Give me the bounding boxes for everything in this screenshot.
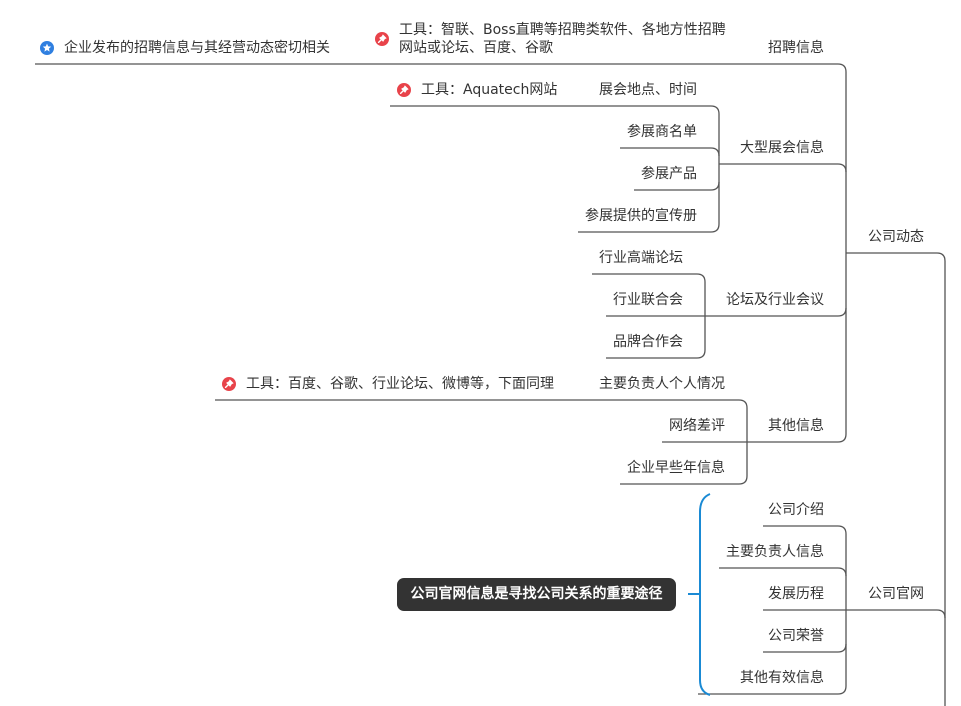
connector-off-2	[719, 567, 847, 577]
connector-off-4	[763, 643, 847, 653]
recruitment-tool-note-line1: 工具：智联、Boss直聘等招聘类软件、各地方性招聘	[399, 22, 726, 38]
pushpin-icon	[222, 377, 236, 391]
connector-other	[747, 253, 847, 443]
topic-industry-summit[interactable]: 行业高端论坛	[599, 250, 683, 266]
connector-forums	[705, 307, 847, 317]
topic-official-site[interactable]: 公司官网	[868, 586, 924, 602]
connector-official	[846, 609, 946, 619]
summary-callout[interactable]: 公司官网信息是寻找公司关系的重要途径	[397, 578, 676, 611]
connector-recruitment	[35, 63, 847, 253]
topic-leader-personal[interactable]: 主要负责人个人情况	[599, 376, 725, 392]
topic-exhibitor-brochures[interactable]: 参展提供的宣传册	[585, 208, 697, 224]
topic-negative-reviews[interactable]: 网络差评	[669, 418, 725, 434]
topic-early-history[interactable]: 企业早些年信息	[627, 460, 725, 476]
topic-leader-info[interactable]: 主要负责人信息	[726, 544, 824, 560]
connector-exhibition	[719, 163, 847, 173]
topic-company-intro[interactable]: 公司介绍	[768, 502, 824, 518]
connector-exh-3	[634, 181, 720, 191]
recruitment-tool-note-line2: 网站或论坛、百度、谷歌	[399, 40, 553, 56]
topic-forums[interactable]: 论坛及行业会议	[726, 292, 824, 308]
topic-recruitment[interactable]: 招聘信息	[768, 40, 824, 56]
topic-exhibit-products[interactable]: 参展产品	[641, 166, 697, 182]
topic-exhibition[interactable]: 大型展会信息	[740, 140, 824, 156]
exhibition-tool-note: 工具：Aquatech网站	[421, 82, 558, 98]
topic-company-news[interactable]: 公司动态	[868, 229, 924, 245]
connector-exh-1	[390, 105, 720, 233]
pushpin-icon	[375, 32, 389, 46]
topic-development-history[interactable]: 发展历程	[768, 586, 824, 602]
pushpin-icon	[397, 83, 411, 97]
topic-brand-cooperation[interactable]: 品牌合作会	[613, 334, 683, 350]
summary-bracket	[699, 493, 711, 696]
topic-other-info[interactable]: 其他信息	[768, 418, 824, 434]
topic-exhibitor-list[interactable]: 参展商名单	[627, 124, 697, 140]
star-icon	[40, 41, 54, 55]
connector-exh-2	[620, 147, 720, 157]
recruitment-star-note: 企业发布的招聘信息与其经营动态密切相关	[64, 40, 330, 56]
topic-industry-association[interactable]: 行业联合会	[613, 292, 683, 308]
topic-exhibition-location-time[interactable]: 展会地点、时间	[599, 82, 697, 98]
connector-company-news	[846, 252, 946, 706]
topic-company-honors[interactable]: 公司荣誉	[768, 628, 824, 644]
topic-other-useful-info[interactable]: 其他有效信息	[740, 670, 824, 686]
other-tool-note: 工具：百度、谷歌、行业论坛、微博等，下面同理	[246, 376, 554, 392]
